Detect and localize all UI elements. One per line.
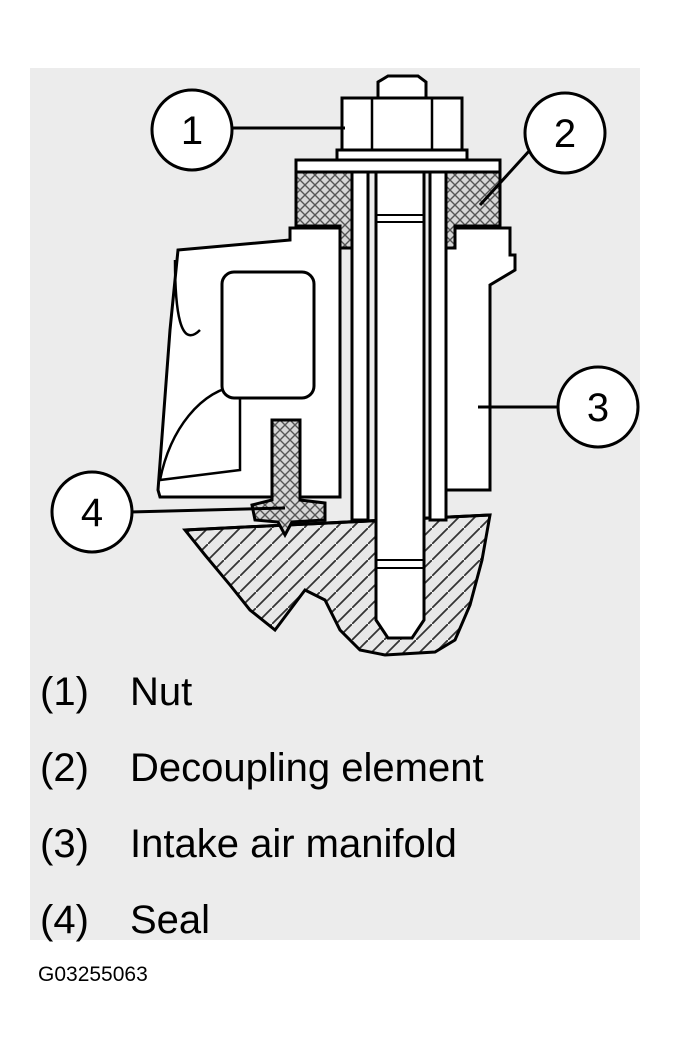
cylinder-head-section bbox=[181, 513, 492, 657]
spacer-sleeve bbox=[350, 170, 448, 522]
legend-item: (3) Intake air manifold bbox=[40, 820, 600, 896]
manifold-mount-diagram: 1 2 3 4 bbox=[50, 74, 640, 657]
parts-legend: (1) Nut (2) Decoupling element (3) Intak… bbox=[40, 668, 600, 972]
legend-number: (4) bbox=[40, 898, 89, 942]
legend-number: (1) bbox=[40, 670, 89, 714]
figure-id: G03255063 bbox=[38, 963, 148, 986]
legend-label: Nut bbox=[130, 670, 193, 714]
nut bbox=[340, 96, 464, 152]
leader-line-2 bbox=[478, 148, 532, 207]
washer-plate bbox=[294, 158, 502, 174]
intake-manifold-right bbox=[443, 226, 517, 492]
intake-manifold-port bbox=[220, 270, 316, 400]
legend-label: Decoupling element bbox=[130, 746, 484, 790]
leader-line-4 bbox=[129, 506, 286, 514]
seal bbox=[250, 418, 327, 539]
legend-number: (2) bbox=[40, 746, 89, 790]
legend-item: (4) Seal bbox=[40, 896, 600, 972]
legend-item: (1) Nut bbox=[40, 668, 600, 744]
callout-3-number: 3 bbox=[587, 386, 609, 430]
legend-label: Seal bbox=[130, 898, 211, 942]
legend-number: (3) bbox=[40, 822, 89, 866]
callout-1-number: 1 bbox=[181, 109, 203, 153]
callout-3: 3 bbox=[556, 365, 640, 449]
callout-2-number: 2 bbox=[554, 112, 576, 156]
legend-item: (2) Decoupling element bbox=[40, 744, 600, 820]
stud-bolt bbox=[374, 170, 426, 640]
stud-tip bbox=[376, 74, 428, 100]
legend-label: Intake air manifold bbox=[130, 822, 457, 866]
callout-1: 1 bbox=[150, 88, 234, 172]
callout-4: 4 bbox=[50, 470, 134, 554]
callout-4-number: 4 bbox=[81, 491, 103, 535]
callout-2: 2 bbox=[523, 91, 607, 175]
